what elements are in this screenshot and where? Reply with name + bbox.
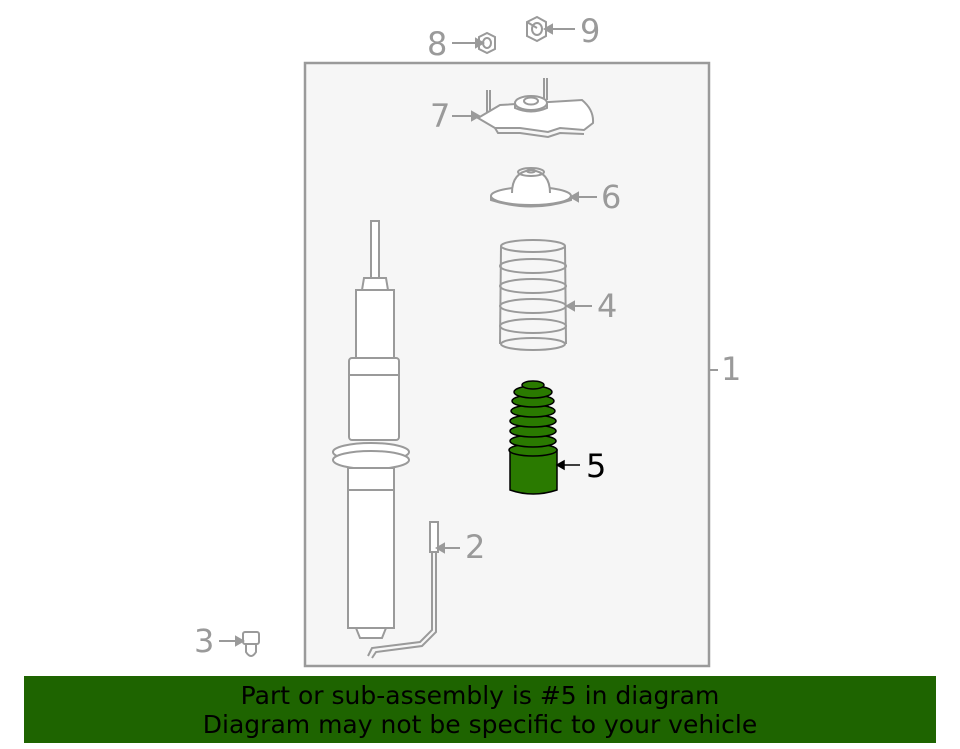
part-9-nut xyxy=(526,15,547,43)
callout-1[interactable]: 1 xyxy=(721,350,741,388)
banner-part-note: Part or sub-assembly is #5 in diagram xyxy=(240,681,720,710)
part-7-upper-mount xyxy=(476,78,595,139)
part-4-coil-spring xyxy=(499,239,567,351)
part-3-clip xyxy=(242,631,260,657)
part-5-dust-boot-highlighted xyxy=(508,380,580,495)
callout-2[interactable]: 2 xyxy=(465,528,485,566)
callout-4[interactable]: 4 xyxy=(597,287,617,325)
shock-absorber xyxy=(332,220,410,639)
callout-6[interactable]: 6 xyxy=(601,178,621,216)
leader-lines xyxy=(219,23,718,647)
callout-5[interactable]: 5 xyxy=(586,447,606,485)
callout-9[interactable]: 9 xyxy=(580,12,600,50)
banner-disclaimer: Diagram may not be specific to your vehi… xyxy=(202,710,758,739)
callout-8[interactable]: 8 xyxy=(427,25,447,63)
callout-7[interactable]: 7 xyxy=(430,97,450,135)
callout-3[interactable]: 3 xyxy=(194,622,214,660)
part-2-sensor-wire xyxy=(367,521,439,659)
part-8-nut xyxy=(478,31,496,55)
info-banner: Part or sub-assembly is #5 in diagram Di… xyxy=(24,676,936,743)
part-6-spring-seat xyxy=(490,167,572,208)
